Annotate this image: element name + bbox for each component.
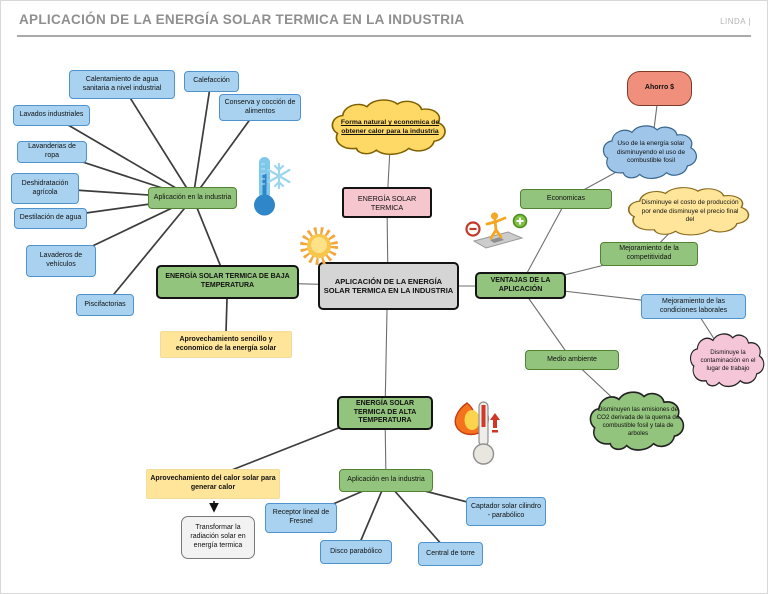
- hot-thermometer-icon: [449, 399, 501, 465]
- cloud-label: Disminuye la contaminación en el lugar d…: [700, 348, 756, 373]
- node-ahorro: Ahorro $: [627, 71, 692, 106]
- node-aprovechamiento-alta: Aprovechamiento del calor solar para gen…: [146, 469, 280, 499]
- node-aprovechamiento-baja: Aprovechamiento sencillo y economico de …: [160, 331, 292, 358]
- node-destilacion: Destilación de agua: [14, 208, 87, 229]
- node-calentamiento: Calentamiento de agua sanitaria a nivel …: [69, 70, 175, 99]
- node-co2-cloud: Disminuyen las emisiones de CO2 derivada…: [586, 389, 690, 455]
- node-receptor-fresnel: Receptor lineal de Fresnel: [265, 503, 337, 533]
- cold-thermometer-icon: [248, 154, 282, 218]
- node-baja-temperatura: ENERGÍA SOLAR TERMICA DE BAJA TEMPERATUR…: [156, 265, 299, 299]
- node-competitividad: Mejoramiento de la competitividad: [600, 242, 698, 266]
- node-costo-cloud: Disminuye el costo de producción por end…: [623, 185, 757, 239]
- cloud-shape: [689, 333, 765, 388]
- node-central-topic: APLICACIÓN DE LA ENERGÍA SOLAR TERMICA E…: [318, 262, 459, 310]
- node-central-torre: Central de torre: [418, 542, 483, 566]
- node-deshidratacion: Deshidratación agrícola: [11, 173, 79, 204]
- cloud-label: Disminuye el costo de producción por end…: [641, 199, 739, 224]
- node-energia-solar-termica: ENERGÍA SOLAR TERMICA: [342, 187, 432, 218]
- node-alta-temperatura: ENERGÍA SOLAR TERMICA DE ALTA TEMPERATUR…: [337, 396, 433, 430]
- cloud-shape: [627, 187, 750, 236]
- node-aplicacion-alta: Aplicación en la industria: [339, 469, 433, 492]
- node-captador-parabolico: Captador solar cilindro - parabólico: [466, 497, 546, 526]
- sun-icon: [299, 226, 339, 266]
- plus-icon: [512, 213, 528, 229]
- node-conserva: Conserva y cocción de alimentos: [219, 94, 301, 121]
- balance-person-icon: [464, 210, 528, 252]
- cloud-label: Uso de la energía solar disminuyendo el …: [616, 140, 686, 165]
- cloud-label: Disminuyen las emisiones de CO2 derivada…: [596, 405, 680, 438]
- node-condiciones-laborales: Mejoramiento de las condiciones laborale…: [641, 294, 746, 319]
- minus-icon: [465, 221, 481, 237]
- cloud-shape: [602, 125, 697, 179]
- cloud-shape: [331, 99, 446, 155]
- node-transformar: Transformar la radiación solar en energí…: [181, 516, 255, 559]
- node-medio-ambiente: Medio ambiente: [525, 350, 619, 370]
- node-piscifactorias: Piscifactorias: [76, 294, 134, 316]
- cloud-label: Forma natural y economica de obtener cal…: [340, 119, 440, 135]
- node-lavaderos: Lavaderos de vehículos: [26, 245, 96, 277]
- node-lavanderias: Lavanderias de ropa: [17, 141, 87, 163]
- node-ventajas: VENTAJAS DE LA APLICACIÓN: [475, 272, 566, 299]
- snowflake-icon: [264, 161, 294, 191]
- node-disco-parabolico: Disco parabólico: [320, 540, 392, 564]
- node-uso-cloud: Uso de la energía solar disminuyendo el …: [599, 123, 703, 183]
- watermark-label: LINDA |: [720, 17, 751, 26]
- cloud-shape: [589, 391, 685, 451]
- node-contaminacion-cloud: Disminuye la contaminación en el lugar d…: [687, 331, 767, 391]
- node-calefaccion: Calefacción: [184, 71, 239, 92]
- node-aplicacion-baja: Aplicación en la industria: [148, 187, 237, 209]
- node-economicas: Economicas: [520, 189, 612, 209]
- up-arrow-icon: [490, 413, 500, 433]
- node-lavados: Lavados industriales: [13, 105, 90, 126]
- node-forma-cloud: Forma natural y economica de obtener cal…: [327, 97, 453, 159]
- page-title: APLICACIÓN DE LA ENERGÍA SOLAR TERMICA E…: [19, 12, 465, 27]
- title-divider: [17, 35, 751, 37]
